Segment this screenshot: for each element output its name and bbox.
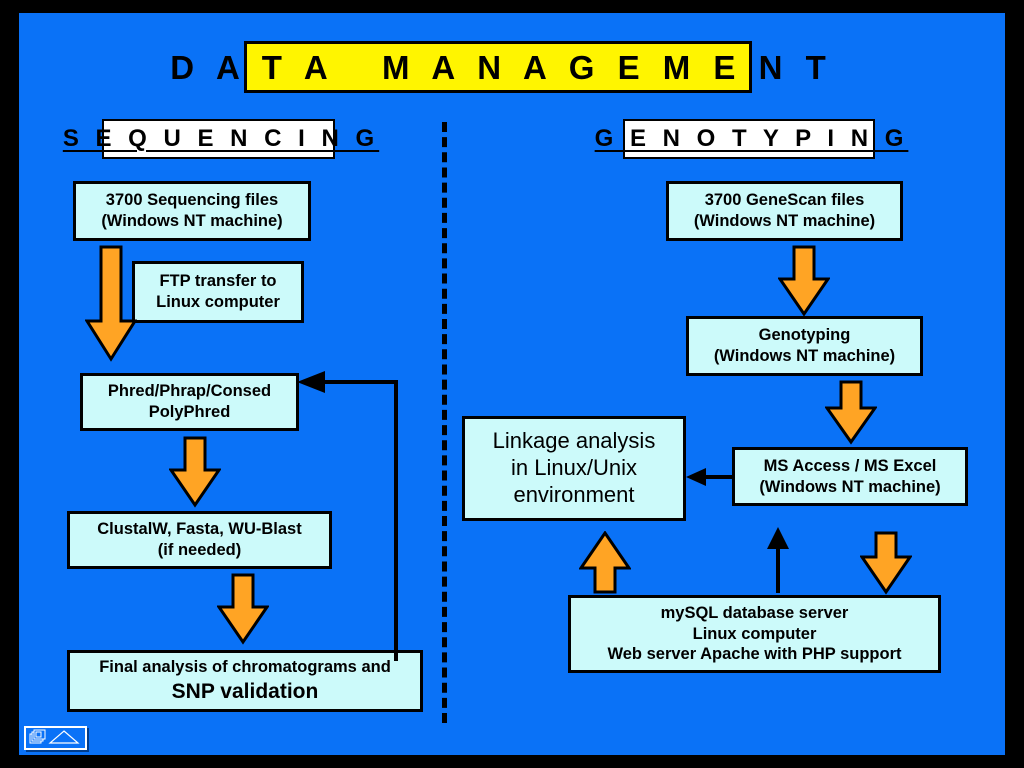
box-phred-line1: Phred/Phrap/Consed bbox=[107, 382, 272, 401]
column-header-genotyping-label: G E N O T Y P I N G bbox=[594, 125, 909, 152]
box-final-analysis-line1: Final analysis of chromatograms and bbox=[99, 658, 391, 677]
arrow-final-to-phred-feedback bbox=[281, 368, 421, 663]
box-sequencing-files-line2: (Windows NT machine) bbox=[101, 212, 283, 230]
box-clustal-line1: ClustalW, Fasta, WU-Blast bbox=[97, 520, 302, 539]
box-linkage-analysis: Linkage analysis in Linux/Unix environme… bbox=[462, 416, 686, 521]
column-header-genotyping: G E N O T Y P I N G bbox=[595, 119, 903, 159]
column-header-sequencing-label: S E Q U E N C I N G bbox=[62, 125, 380, 152]
slide-canvas: D A T A M A N A G E M E N T S E Q U E N … bbox=[19, 13, 1005, 755]
page-title: D A T A M A N A G E M E N T bbox=[170, 41, 826, 93]
box-sequencing-files-line1: 3700 Sequencing files bbox=[105, 191, 279, 210]
column-divider bbox=[442, 122, 447, 723]
box-clustalw-fasta-wublast: ClustalW, Fasta, WU-Blast (if needed) bbox=[67, 511, 332, 569]
box-genotyping-line1: Genotyping bbox=[758, 326, 851, 345]
box-mysql-line3: Web server Apache with PHP support bbox=[607, 645, 902, 664]
box-mysql-server: mySQL database server Linux computer Web… bbox=[568, 595, 941, 673]
box-genotyping: Genotyping (Windows NT machine) bbox=[686, 316, 923, 376]
column-header-sequencing: S E Q U E N C I N G bbox=[63, 119, 374, 159]
box-phred-line2: PolyPhred bbox=[148, 403, 231, 421]
box-ms-access-line1: MS Access / MS Excel bbox=[763, 456, 937, 475]
arrow-msaccess-to-mysql bbox=[860, 531, 912, 595]
arrow-genescan-to-genotyping bbox=[778, 245, 830, 317]
box-ftp-transfer-line2: Linux computer bbox=[156, 293, 280, 311]
slide-navigator-glyph bbox=[29, 729, 80, 744]
box-sequencing-files: 3700 Sequencing files (Windows NT machin… bbox=[73, 181, 311, 241]
box-genescan-line2: (Windows NT machine) bbox=[693, 212, 876, 230]
box-mysql-line1: mySQL database server bbox=[660, 604, 849, 623]
box-mysql-line2: Linux computer bbox=[692, 624, 817, 643]
arrow-seq-files-to-phred bbox=[85, 245, 137, 363]
page-title-text: D A T A M A N A G E M E N T bbox=[170, 48, 833, 86]
box-linkage-line3: environment bbox=[513, 481, 635, 507]
box-genotyping-line2: (Windows NT machine) bbox=[713, 347, 896, 365]
arrow-msaccess-to-linkage bbox=[684, 465, 736, 489]
arrow-mysql-to-msaccess bbox=[764, 525, 792, 595]
slide-navigator-icon[interactable] bbox=[24, 726, 87, 750]
box-phred-phrap-consed: Phred/Phrap/Consed PolyPhred bbox=[80, 373, 299, 431]
box-ftp-transfer: FTP transfer to Linux computer bbox=[132, 261, 304, 323]
box-genescan-files: 3700 GeneScan files (Windows NT machine) bbox=[666, 181, 903, 241]
box-ms-access-excel: MS Access / MS Excel (Windows NT machine… bbox=[732, 447, 968, 506]
box-clustal-line2: (if needed) bbox=[157, 541, 242, 559]
box-ms-access-line2: (Windows NT machine) bbox=[759, 477, 941, 496]
box-genescan-line1: 3700 GeneScan files bbox=[704, 191, 865, 210]
arrow-clustal-to-final bbox=[217, 573, 269, 645]
arrow-mysql-to-linkage bbox=[579, 531, 631, 595]
arrow-genotyping-to-msaccess bbox=[825, 380, 877, 445]
box-linkage-line1: Linkage analysis bbox=[492, 428, 656, 454]
box-linkage-line2: in Linux/Unix bbox=[511, 455, 637, 481]
box-ftp-transfer-line1: FTP transfer to bbox=[159, 272, 277, 291]
box-final-analysis-line2: SNP validation bbox=[171, 679, 319, 703]
box-final-analysis: Final analysis of chromatograms and SNP … bbox=[67, 650, 423, 712]
arrow-phred-to-clustal bbox=[169, 436, 221, 508]
